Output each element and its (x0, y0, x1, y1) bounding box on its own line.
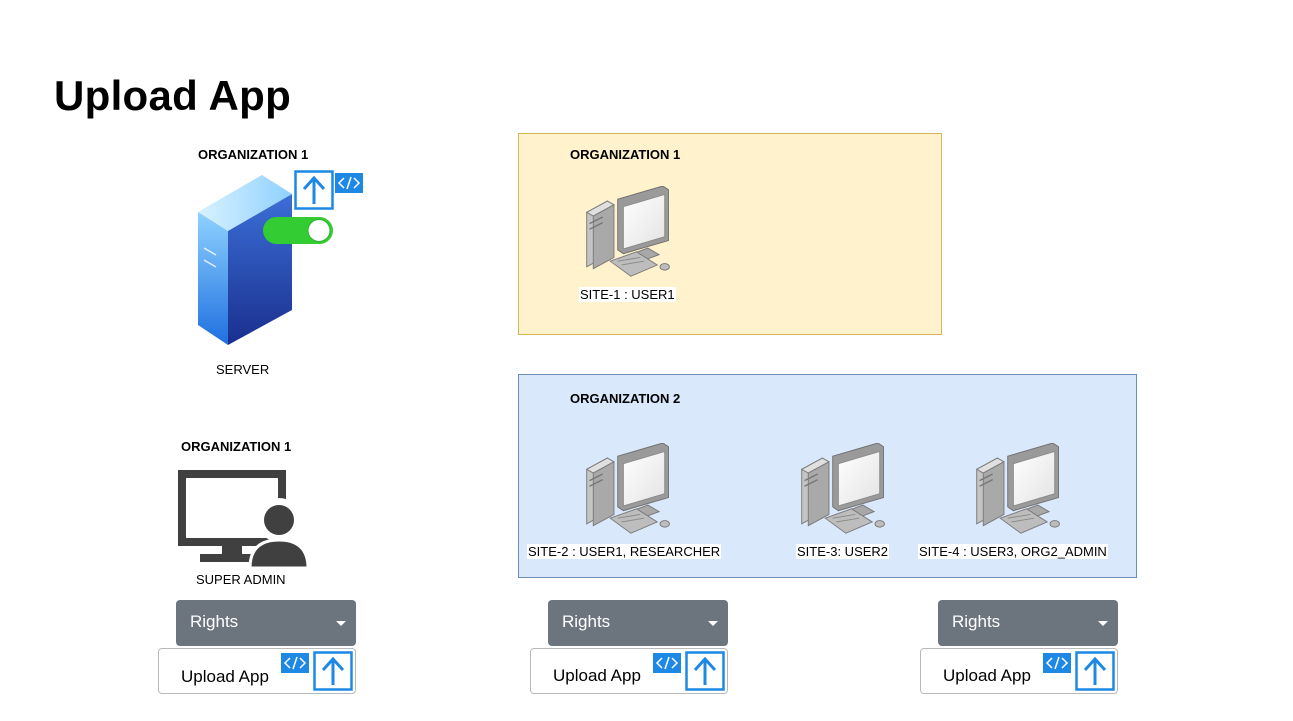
upload-icon[interactable] (294, 170, 334, 210)
upload-app-label: Upload App (943, 666, 1031, 685)
desktop-computer-icon (580, 443, 678, 537)
rights-dropdown[interactable]: Rights (548, 600, 728, 646)
desktop-computer-icon (970, 443, 1068, 537)
site-1-caption: SITE-1 : USER1 (579, 287, 676, 302)
upload-app-label: Upload App (181, 667, 269, 686)
server-caption: SERVER (216, 362, 270, 377)
upload-app-button[interactable]: Upload App (920, 648, 1118, 694)
code-icon (335, 173, 363, 193)
caret-down-icon (336, 621, 346, 626)
admin-caption: SUPER ADMIN (196, 572, 286, 587)
rights-dropdown[interactable]: Rights (938, 600, 1118, 646)
toggle-on-icon[interactable] (262, 216, 334, 246)
rights-dropdown[interactable]: Rights (176, 600, 356, 646)
site-2-caption: SITE-2 : USER1, RESEARCHER (527, 544, 722, 559)
site-4-caption: SITE-4 : USER3, ORG2_ADMIN (918, 544, 1108, 559)
admin-monitor-user-icon (178, 470, 310, 568)
upload-icon (685, 651, 725, 691)
upload-app-label: Upload App (553, 666, 641, 685)
page-title: Upload App (54, 72, 292, 119)
upload-app-button[interactable]: Upload App (158, 648, 356, 694)
desktop-computer-icon (580, 186, 678, 280)
code-icon (281, 653, 309, 673)
site-3-caption: SITE-3: USER2 (796, 544, 890, 559)
upload-icon (1075, 651, 1115, 691)
rights-label: Rights (562, 612, 611, 631)
org1-label: ORGANIZATION 1 (570, 147, 681, 162)
caret-down-icon (1098, 621, 1108, 626)
rights-label: Rights (952, 612, 1001, 631)
code-icon (653, 653, 681, 673)
upload-icon (313, 651, 353, 691)
org2-label: ORGANIZATION 2 (570, 391, 681, 406)
desktop-computer-icon (795, 443, 893, 537)
caret-down-icon (708, 621, 718, 626)
server-org-label: ORGANIZATION 1 (198, 147, 309, 162)
rights-label: Rights (190, 612, 239, 631)
code-icon (1043, 653, 1071, 673)
admin-org-label: ORGANIZATION 1 (181, 439, 292, 454)
upload-app-button[interactable]: Upload App (530, 648, 728, 694)
